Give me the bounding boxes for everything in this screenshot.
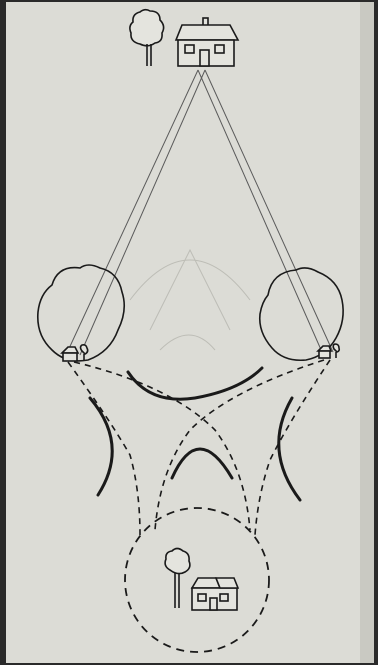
house-icon [192, 578, 238, 610]
paper-shadow-edge [360, 2, 374, 663]
house-body [63, 353, 77, 361]
house-icon [176, 18, 238, 66]
house-body [319, 351, 330, 358]
